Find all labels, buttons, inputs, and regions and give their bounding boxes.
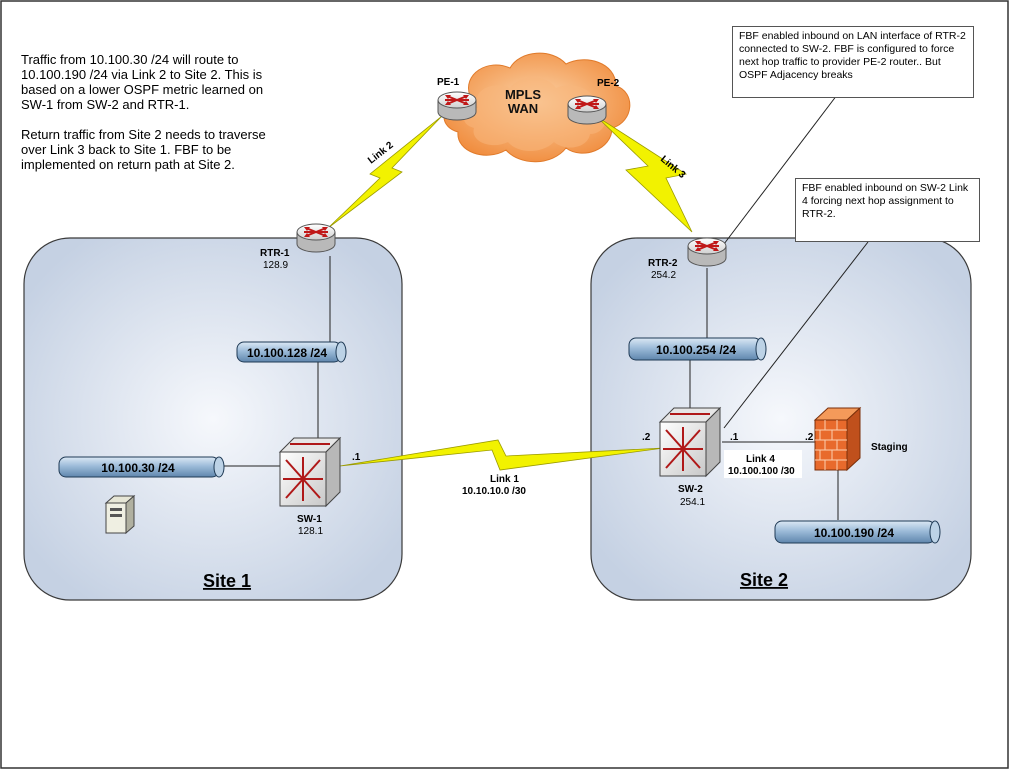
network-label-254: 10.100.254 /24 xyxy=(656,343,736,357)
network-pipe-190[interactable]: 10.100.190 /24 xyxy=(774,520,941,544)
rtr-2-label: RTR-2 xyxy=(648,258,678,269)
sw-1-label: SW-1 xyxy=(297,514,322,525)
link-1-subnet: 10.10.10.0 /30 xyxy=(462,486,526,497)
firewall-icon[interactable] xyxy=(813,406,862,472)
site-1-title: Site 1 xyxy=(203,571,251,591)
network-label-190: 10.100.190 /24 xyxy=(814,526,894,540)
site-2-title: Site 2 xyxy=(740,570,788,590)
pe-1-router-icon[interactable] xyxy=(437,91,477,121)
link-1-left-ip: .1 xyxy=(352,452,361,463)
rtr-1-label: RTR-1 xyxy=(260,248,290,259)
traffic-notes: Traffic from 10.100.30 /24 will route to… xyxy=(21,52,283,172)
sw-2-fbf-callout: FBF enabled inbound on SW-2 Link 4 forci… xyxy=(795,178,980,242)
pe-1-label: PE-1 xyxy=(437,77,460,88)
pe-2-label: PE-2 xyxy=(597,78,620,89)
site-1-area xyxy=(23,237,403,601)
server-icon[interactable] xyxy=(104,494,136,535)
firewall-label: Staging xyxy=(871,442,908,453)
pe-2-router-icon[interactable] xyxy=(567,95,607,125)
lan-links xyxy=(220,94,869,520)
note-paragraph-1: Traffic from 10.100.30 /24 will route to… xyxy=(21,52,264,112)
network-pipe-30[interactable]: 10.100.30 /24 xyxy=(58,456,225,478)
link-4-label: Link 4 xyxy=(746,454,775,465)
rtr-1-router-icon[interactable] xyxy=(296,223,336,253)
link-3-bolt xyxy=(595,115,693,233)
network-pipe-128[interactable]: 10.100.128 /24 xyxy=(236,341,347,363)
cloud-label-line2: WAN xyxy=(508,101,538,116)
network-label-30: 10.100.30 /24 xyxy=(101,461,175,475)
link-4-right-ip: .2 xyxy=(805,432,814,443)
link-2-bolt xyxy=(327,115,443,229)
link-4-label-bg xyxy=(724,450,802,478)
site-2-area xyxy=(590,237,972,601)
cloud-label-line1: MPLS xyxy=(505,87,541,102)
sw-1-addr: 128.1 xyxy=(298,526,323,537)
rtr-2-fbf-callout: FBF enabled inbound on LAN interface of … xyxy=(732,26,974,98)
link-1-right-ip: .2 xyxy=(642,432,651,443)
sw-1-switch-icon[interactable] xyxy=(279,437,341,507)
sw-2-label: SW-2 xyxy=(678,484,703,495)
link-4-subnet: 10.100.100 /30 xyxy=(728,466,795,477)
link-1-label: Link 1 xyxy=(490,474,519,485)
mpls-cloud: MPLS WAN xyxy=(443,52,631,163)
rtr-1-addr: 128.9 xyxy=(263,260,288,271)
note-paragraph-2: Return traffic from Site 2 needs to trav… xyxy=(21,127,266,172)
link-4-left-ip: .1 xyxy=(730,432,739,443)
rtr-2-router-icon[interactable] xyxy=(687,237,727,267)
rtr-2-addr: 254.2 xyxy=(651,270,676,281)
sw-2-addr: 254.1 xyxy=(680,497,705,508)
network-pipe-254[interactable]: 10.100.254 /24 xyxy=(628,337,767,361)
network-label-128: 10.100.128 /24 xyxy=(247,346,327,360)
sw-2-switch-icon[interactable] xyxy=(659,407,721,477)
